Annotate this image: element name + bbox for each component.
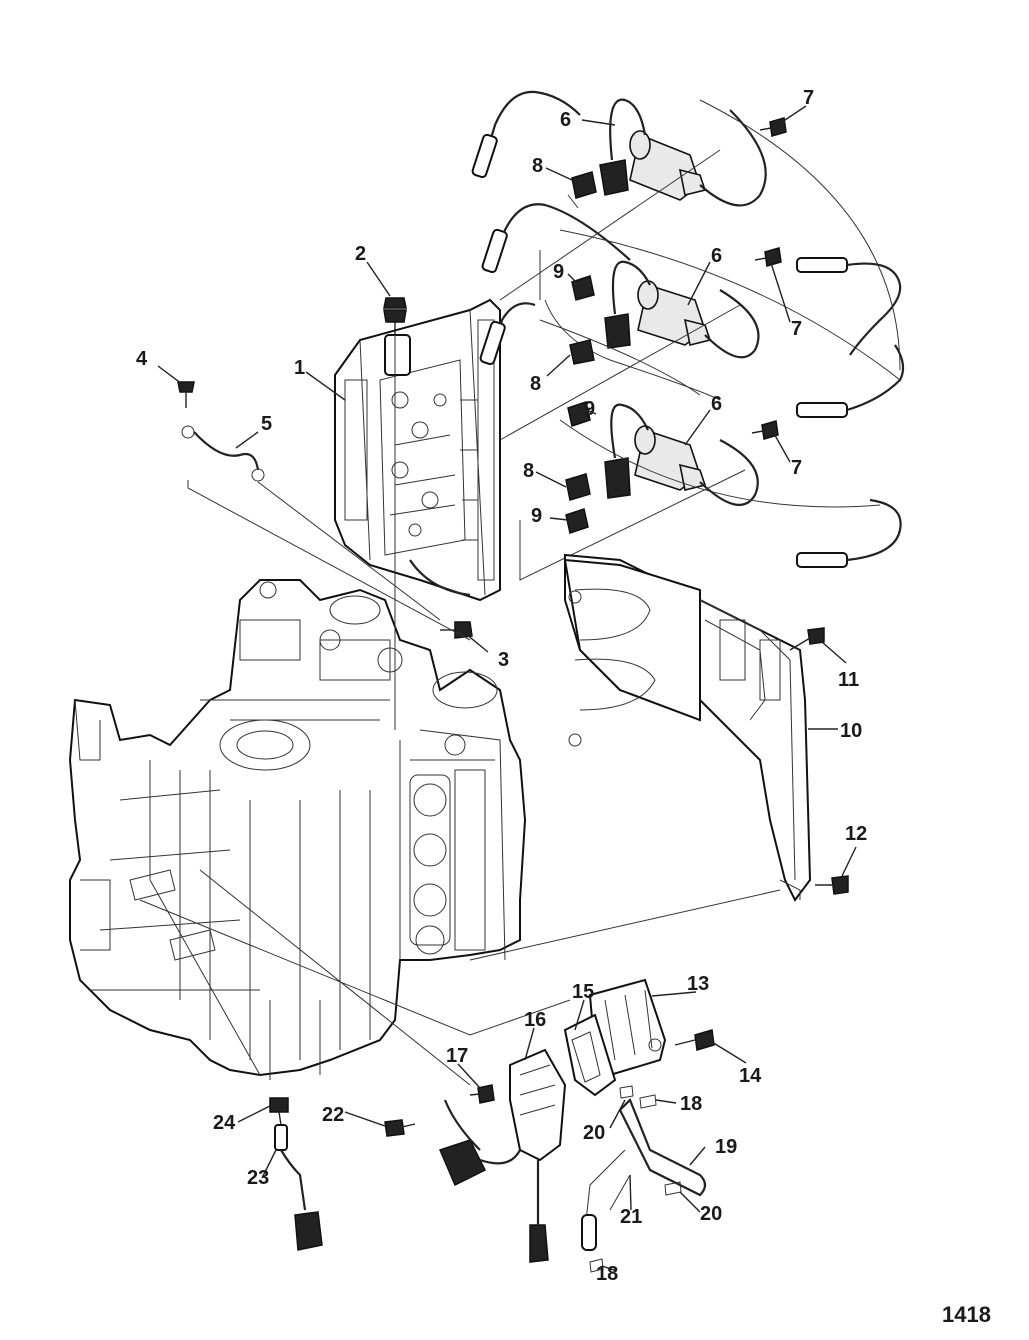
callout-7: 7 xyxy=(803,87,814,109)
hose-clamp xyxy=(589,1085,682,1273)
callout-10: 10 xyxy=(840,720,862,742)
callout-8: 8 xyxy=(532,155,543,177)
ground-lead xyxy=(181,425,265,482)
connector xyxy=(567,171,597,209)
callout-7: 7 xyxy=(791,457,802,479)
grommet xyxy=(383,297,407,335)
callout-6: 6 xyxy=(711,393,722,415)
coil-screw xyxy=(754,247,782,267)
connector xyxy=(565,473,591,501)
callout-4: 4 xyxy=(136,348,148,370)
callout-22: 22 xyxy=(322,1104,344,1126)
screw xyxy=(789,627,825,651)
connector xyxy=(569,339,595,365)
gasket xyxy=(563,1013,617,1097)
screw xyxy=(674,1029,715,1051)
callout-12: 12 xyxy=(845,823,867,845)
rectifier xyxy=(588,978,667,1077)
screw xyxy=(815,875,849,895)
callout-19: 19 xyxy=(715,1136,737,1158)
spark-plug-wire xyxy=(796,498,902,568)
wire-harness-routing xyxy=(539,99,901,508)
temperature-sensor xyxy=(269,1097,323,1251)
callout-11: 11 xyxy=(838,669,859,691)
alignment-lines xyxy=(139,869,571,1086)
harness-connector xyxy=(438,1099,549,1263)
callout-14: 14 xyxy=(739,1065,762,1087)
ignition-coil xyxy=(604,260,760,359)
connector xyxy=(571,275,595,301)
callout-labels: 1 2 3 4 5 6 6 6 7 7 7 8 8 8 9 9 9 10 11 … xyxy=(136,87,991,1327)
callout-23: 23 xyxy=(247,1167,269,1189)
electrical-plate-cover xyxy=(563,553,812,902)
alignment-lines xyxy=(187,149,781,961)
callout-20: 20 xyxy=(583,1122,605,1144)
callout-8: 8 xyxy=(523,460,534,482)
screw xyxy=(469,1084,495,1104)
screw xyxy=(177,381,195,408)
callout-9: 9 xyxy=(553,261,564,283)
electronic-control-module xyxy=(334,298,501,602)
coil-screw xyxy=(759,117,787,137)
spark-plug-wire xyxy=(796,344,905,418)
callout-3: 3 xyxy=(498,649,509,671)
coil-screw xyxy=(751,420,779,440)
connector xyxy=(567,401,591,427)
callout-1: 1 xyxy=(294,357,305,379)
callout-9: 9 xyxy=(584,398,595,420)
ignition-coil xyxy=(604,403,759,506)
figure-number: 1418 xyxy=(942,1302,991,1327)
callout-9: 9 xyxy=(531,505,542,527)
callout-2: 2 xyxy=(355,243,366,265)
callout-leaders xyxy=(157,105,857,1272)
callout-24: 24 xyxy=(213,1112,236,1134)
callout-13: 13 xyxy=(687,973,709,995)
spark-plug-wire xyxy=(471,90,581,179)
screw xyxy=(384,1119,416,1137)
callout-17: 17 xyxy=(446,1045,468,1067)
callout-7: 7 xyxy=(791,318,802,340)
voltage-regulator xyxy=(509,1048,567,1162)
engine-block xyxy=(68,579,527,1080)
callout-5: 5 xyxy=(261,413,272,435)
callout-20: 20 xyxy=(700,1203,722,1225)
connector xyxy=(565,508,589,534)
spark-plug-wire xyxy=(479,302,536,366)
callout-8: 8 xyxy=(530,373,541,395)
callout-18: 18 xyxy=(596,1263,618,1285)
callout-6: 6 xyxy=(711,245,722,267)
callout-21: 21 xyxy=(620,1206,642,1228)
spark-plug-wire xyxy=(796,257,902,356)
callout-6: 6 xyxy=(560,109,571,131)
spark-plug-wire xyxy=(481,203,631,274)
callout-18: 18 xyxy=(680,1093,702,1115)
ignition-coil xyxy=(599,98,767,207)
callout-16: 16 xyxy=(524,1009,546,1031)
callout-15: 15 xyxy=(572,981,594,1003)
